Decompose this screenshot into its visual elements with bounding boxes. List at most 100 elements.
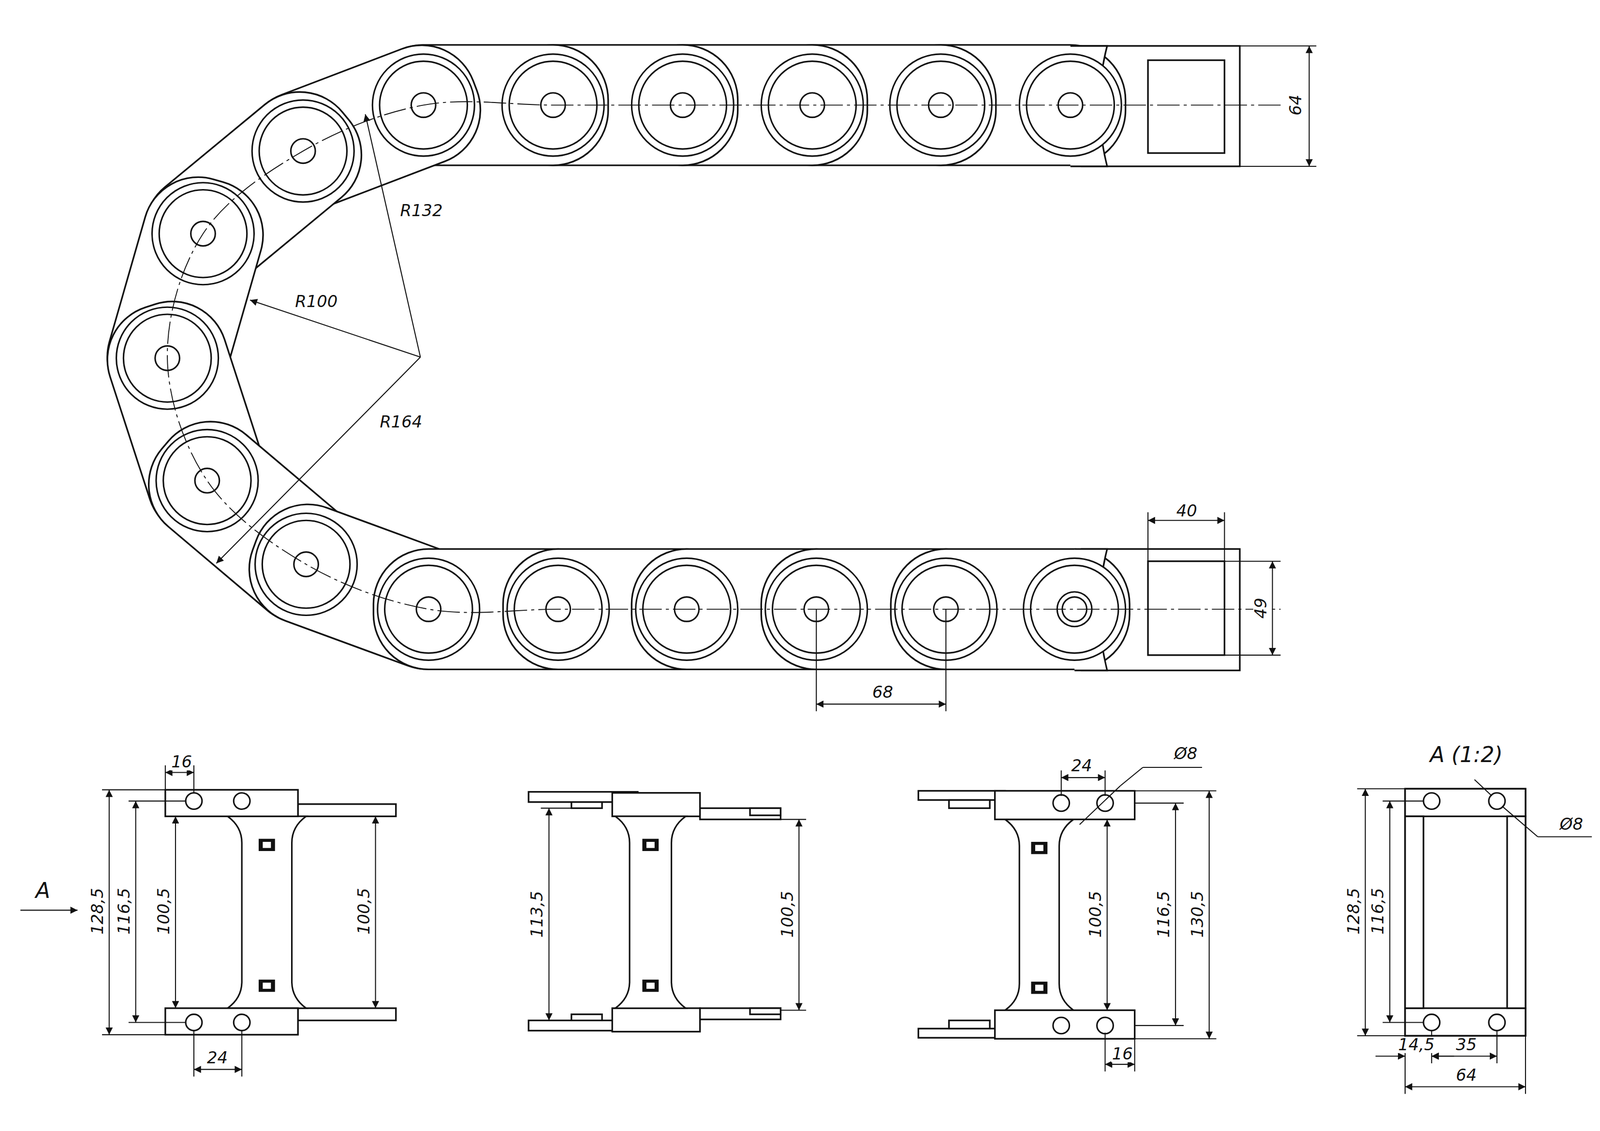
- extension-line: [1134, 1038, 1217, 1040]
- dimension-line: [1389, 801, 1391, 1023]
- extension-line: [540, 807, 572, 809]
- extension-line: [1525, 1035, 1527, 1094]
- side-arm: [700, 1008, 781, 1020]
- clip-symbol: [642, 979, 659, 992]
- dimension-label: 100,5: [356, 886, 373, 936]
- hole: [1097, 1017, 1114, 1034]
- dimension-label: 16: [1111, 1045, 1134, 1063]
- crossbar: [615, 816, 687, 1009]
- side-plate: [165, 1008, 298, 1035]
- dimension-label: A: [34, 880, 52, 902]
- dimension-label: 64: [1454, 1067, 1478, 1084]
- clip-symbol: [258, 838, 276, 852]
- dimension-label: 128,5: [89, 886, 107, 936]
- dimension-label: 100,5: [156, 886, 173, 936]
- hole: [1053, 794, 1070, 812]
- clip-symbol: [1035, 844, 1044, 852]
- leader-line: [1474, 779, 1492, 796]
- dimension-label: 35: [1454, 1036, 1478, 1054]
- hole: [1053, 1017, 1070, 1034]
- side-bar: [1507, 816, 1526, 1009]
- side-plate: [165, 789, 298, 817]
- link-pivot-disc: [163, 436, 251, 525]
- dimension-label: A (1:2): [1428, 744, 1504, 766]
- dimension-line: [798, 819, 800, 1011]
- pivot-hole: [416, 597, 441, 622]
- leader-line: [1079, 785, 1121, 825]
- side-plate: [995, 1010, 1135, 1039]
- dimension-label: 68: [871, 684, 895, 702]
- extension-line: [1134, 1038, 1136, 1072]
- side-plate: [1405, 788, 1526, 817]
- drawing-group: [20, 29, 1592, 1094]
- bracket-window: [1147, 561, 1225, 656]
- dimension-line: [108, 789, 110, 1035]
- side-arm: [700, 807, 781, 820]
- extension-line: [1496, 1030, 1498, 1064]
- latch: [749, 807, 781, 816]
- link-pivot-ring: [377, 557, 480, 661]
- frame-outline: [1405, 788, 1526, 1036]
- crossbar: [227, 816, 307, 1009]
- dimension-line: [1174, 803, 1176, 1026]
- side-plate: [612, 1008, 700, 1032]
- extension-line: [1239, 45, 1317, 47]
- dimension-label: R164: [378, 414, 424, 431]
- dimension-label: 113,5: [529, 889, 546, 939]
- clip-symbol: [646, 982, 655, 989]
- dimension-label: 64: [1287, 93, 1305, 117]
- clip-symbol: [1030, 841, 1048, 854]
- dimension-line: [1106, 819, 1108, 1011]
- extension-line: [1147, 512, 1149, 561]
- dimension-label: R100: [293, 293, 339, 311]
- dimension-label: 40: [1175, 502, 1199, 520]
- extension-line: [780, 819, 807, 821]
- hole: [185, 1014, 203, 1031]
- latch: [749, 1008, 781, 1015]
- latch: [571, 802, 602, 809]
- extension-line: [102, 1034, 166, 1036]
- side-arm: [918, 791, 1005, 801]
- extension-line: [1104, 770, 1106, 796]
- extension-line: [780, 1009, 807, 1011]
- clip-symbol: [1035, 984, 1044, 991]
- dimension-line: [1308, 45, 1310, 167]
- latch: [571, 1014, 602, 1021]
- dimension-label: 100,5: [1087, 889, 1105, 939]
- dimension-line: [1208, 791, 1210, 1040]
- dimension-line: [365, 114, 421, 357]
- dimension-line: [1272, 561, 1274, 656]
- dimension-label: 116,5: [1370, 886, 1387, 936]
- extension-line: [1357, 1035, 1406, 1037]
- extension-line: [815, 609, 817, 712]
- dimension-line: [135, 801, 137, 1023]
- dimension-line: [216, 357, 421, 564]
- extension-line: [164, 765, 166, 791]
- extension-line: [1357, 788, 1406, 790]
- hole: [1423, 1014, 1440, 1031]
- dimension-label: 24: [205, 1050, 229, 1067]
- leader-line: [1501, 806, 1538, 837]
- link-pivot-disc: [384, 565, 473, 653]
- pivot-hole: [194, 468, 220, 494]
- leader-line: [1537, 836, 1592, 837]
- dimension-line: [816, 703, 946, 705]
- side-arm: [297, 1008, 397, 1021]
- link-pivot-ring: [156, 429, 259, 532]
- extension-line: [128, 800, 186, 802]
- dimension-label: 49: [1252, 596, 1270, 620]
- bracket-window: [1147, 60, 1225, 154]
- extension-line: [1382, 800, 1424, 802]
- dimension-label: 100,5: [779, 889, 796, 939]
- extension-line: [1239, 165, 1317, 167]
- dimension-label: R132: [399, 203, 444, 220]
- hole: [233, 1014, 250, 1031]
- dimension-line: [1104, 1063, 1135, 1065]
- extension-line: [945, 609, 947, 712]
- dimension-line: [1375, 1055, 1406, 1057]
- clip-symbol: [258, 979, 276, 992]
- side-arm: [918, 1028, 1005, 1038]
- dimension-label: 128,5: [1346, 886, 1363, 936]
- clip-symbol: [1030, 981, 1048, 994]
- hole: [1097, 794, 1114, 812]
